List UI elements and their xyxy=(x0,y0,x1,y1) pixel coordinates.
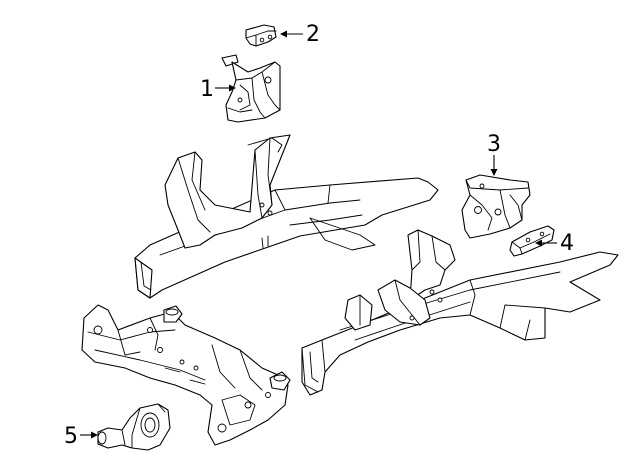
callout-5-number: 5 xyxy=(64,424,78,449)
callout-2: 2 xyxy=(280,22,320,47)
callout-3: 3 xyxy=(487,132,501,176)
upper-bracket xyxy=(245,24,277,47)
transmission-mount xyxy=(461,174,531,239)
transmission-mount-bracket xyxy=(509,225,555,257)
callout-3-number: 3 xyxy=(487,132,501,157)
engine-mount-bracket xyxy=(221,54,281,123)
callout-1-arrow xyxy=(229,84,236,92)
callout-4: 4 xyxy=(535,231,574,256)
callout-4-arrow xyxy=(535,239,542,247)
callout-2-number: 2 xyxy=(306,22,320,47)
callout-3-arrow xyxy=(490,169,498,176)
callout-4-number: 4 xyxy=(560,231,574,256)
right-frame-rail xyxy=(301,229,619,396)
torque-rod xyxy=(97,403,171,451)
callout-2-arrow xyxy=(280,30,287,38)
callout-1-number: 1 xyxy=(200,77,214,102)
front-subframe xyxy=(81,304,291,446)
left-frame-rail xyxy=(134,134,439,299)
callout-5: 5 xyxy=(64,424,98,449)
callout-1: 1 xyxy=(200,77,236,102)
callout-5-arrow xyxy=(91,431,98,439)
